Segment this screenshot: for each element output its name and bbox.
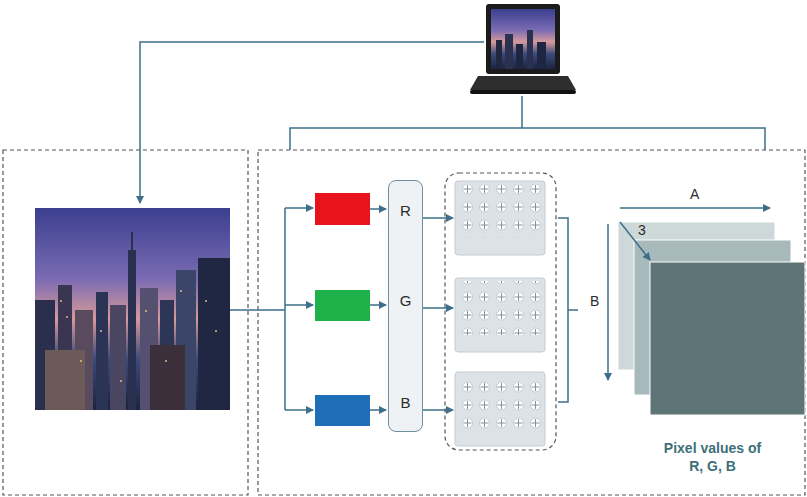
split-arrow bbox=[285, 304, 313, 306]
input-arrow bbox=[140, 42, 484, 203]
pixel-grid-cells bbox=[459, 375, 544, 429]
split-arrow bbox=[285, 207, 313, 209]
channel-arrow bbox=[370, 208, 386, 210]
channel-letter: B bbox=[389, 394, 422, 411]
red-block bbox=[315, 193, 370, 225]
channel-letter: R bbox=[389, 202, 422, 219]
channel-letter: G bbox=[389, 292, 422, 309]
grid-group bbox=[445, 173, 556, 450]
width-arrow bbox=[620, 207, 770, 209]
scope-bracket bbox=[290, 96, 765, 150]
depth-arrow bbox=[620, 222, 650, 260]
split-arrow bbox=[285, 409, 313, 411]
pixel-grid bbox=[455, 372, 545, 446]
channel-box: R G B bbox=[388, 180, 423, 432]
caption-label: Pixel values of R, G, B bbox=[660, 440, 765, 475]
dimension-label: B bbox=[590, 293, 599, 309]
split-line bbox=[230, 208, 285, 410]
pixel-grid-cells bbox=[459, 281, 544, 335]
pixel-grid bbox=[455, 278, 545, 352]
height-arrow bbox=[607, 224, 609, 380]
input-region bbox=[3, 150, 248, 495]
blue-block bbox=[315, 395, 370, 426]
city-image bbox=[35, 208, 230, 410]
channel-layer bbox=[650, 262, 805, 415]
laptop-icon bbox=[470, 4, 576, 94]
channel-arrow bbox=[370, 304, 386, 306]
green-block bbox=[315, 290, 370, 321]
channel-arrow bbox=[370, 409, 386, 411]
dimension-label: A bbox=[690, 186, 699, 202]
dimension-label: 3 bbox=[638, 222, 646, 238]
pixel-grid-cells bbox=[459, 184, 544, 238]
pixel-grid bbox=[455, 181, 545, 255]
processing-region bbox=[258, 150, 805, 495]
merge-bracket bbox=[558, 218, 578, 402]
